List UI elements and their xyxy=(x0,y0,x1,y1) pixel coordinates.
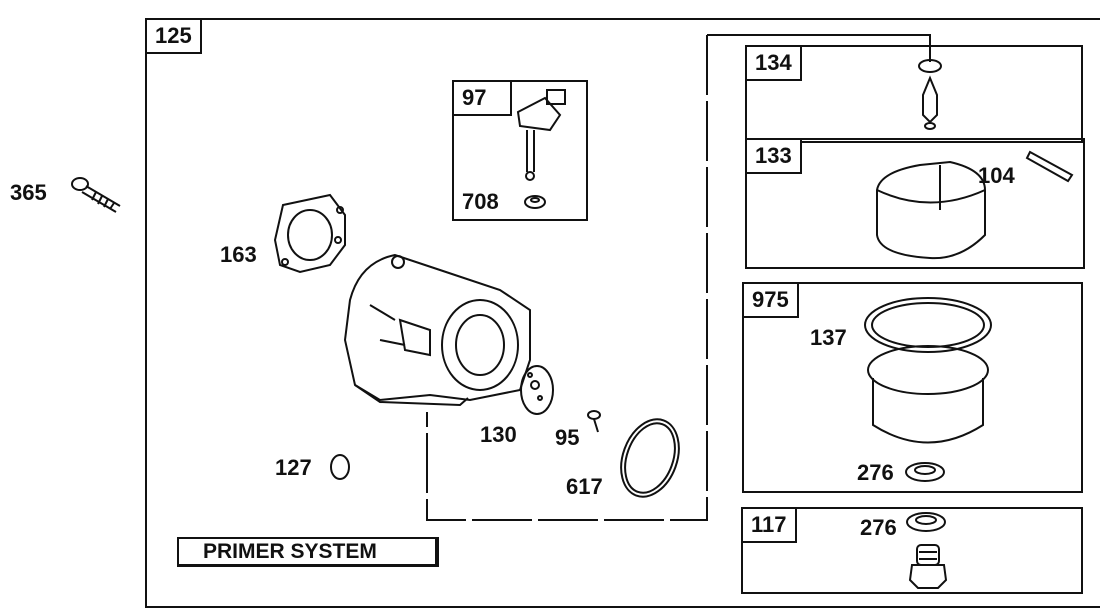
callout-133[interactable]: 133 xyxy=(747,140,802,174)
screw-icon xyxy=(587,410,601,433)
callout-104[interactable]: 104 xyxy=(978,163,1015,188)
needle-kit-box: 134 xyxy=(745,45,1083,143)
primer-system-label[interactable]: PRIMER SYSTEM xyxy=(177,537,439,567)
callout-134[interactable]: 134 xyxy=(747,47,802,81)
callout-117[interactable]: 117 xyxy=(743,509,797,543)
float-kit-box: 133 xyxy=(745,138,1085,269)
float-icon xyxy=(876,160,986,260)
bolt-icon xyxy=(71,177,121,213)
gasket-icon xyxy=(273,193,346,274)
seal-icon xyxy=(524,195,546,209)
hinge-pin-icon xyxy=(1025,150,1074,183)
washer-icon xyxy=(906,512,946,532)
callout-708[interactable]: 708 xyxy=(462,189,499,214)
bowl-kit-box: 975 xyxy=(742,282,1083,493)
bowl-icon xyxy=(864,297,992,444)
oring-icon xyxy=(620,418,680,498)
callout-163[interactable]: 163 xyxy=(220,242,257,267)
choke-shaft-icon xyxy=(516,89,566,181)
callout-975[interactable]: 975 xyxy=(744,284,799,318)
callout-276-nut[interactable]: 276 xyxy=(860,515,897,540)
choke-shaft-kit-box: 97 xyxy=(452,80,588,221)
callout-617[interactable]: 617 xyxy=(566,474,603,499)
carburetor-icon xyxy=(343,253,531,407)
callout-95[interactable]: 95 xyxy=(555,425,580,450)
plug-icon xyxy=(330,454,350,480)
needle-icon xyxy=(918,59,942,130)
bracket-line xyxy=(426,35,708,521)
callout-365[interactable]: 365 xyxy=(10,180,47,205)
callout-97[interactable]: 97 xyxy=(454,82,512,116)
callout-276-bowl[interactable]: 276 xyxy=(857,460,894,485)
leader-line xyxy=(707,34,931,62)
diaphragm-icon xyxy=(520,365,554,415)
washer-icon xyxy=(905,462,945,482)
assembly-number[interactable]: 125 xyxy=(147,20,202,54)
callout-137[interactable]: 137 xyxy=(810,325,847,350)
bowl-nut-icon xyxy=(908,544,948,589)
callout-130[interactable]: 130 xyxy=(480,422,517,447)
bowl-nut-box: 117 xyxy=(741,507,1083,594)
assembly-frame: 125 xyxy=(145,18,1100,608)
callout-127[interactable]: 127 xyxy=(275,455,312,480)
